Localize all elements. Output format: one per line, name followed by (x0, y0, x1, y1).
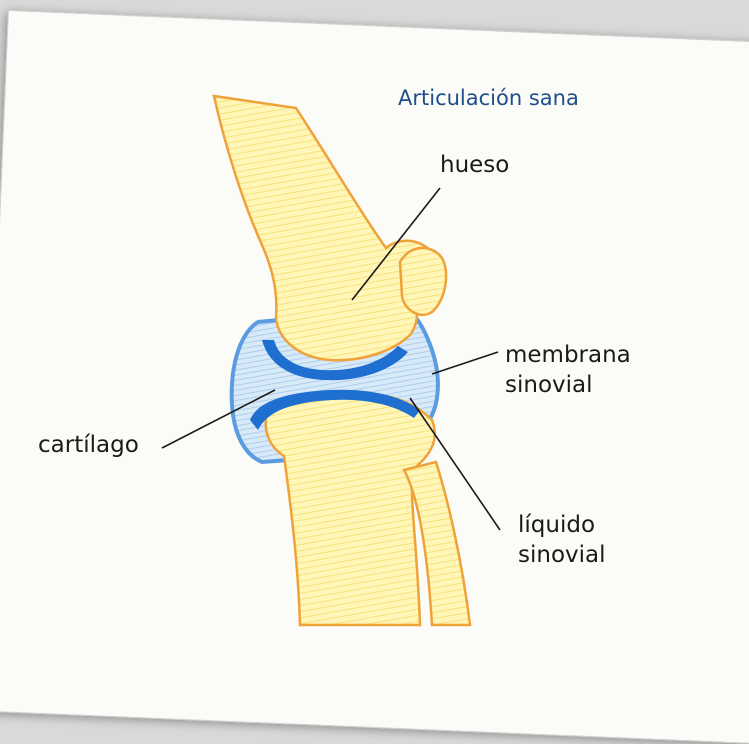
patella-bone (400, 248, 446, 315)
tibia-bone (266, 394, 435, 625)
femur-bone (214, 96, 440, 360)
label-bone: hueso (440, 150, 509, 180)
knee-joint-illustration (0, 0, 749, 648)
leader-line-membrane (432, 352, 498, 374)
label-synovial-fluid: líquido sinovial (518, 510, 606, 570)
label-synovial-membrane: membrana sinovial (505, 340, 631, 400)
diagram-title: Articulación sana (398, 86, 579, 110)
label-cartilage: cartílago (38, 430, 139, 460)
